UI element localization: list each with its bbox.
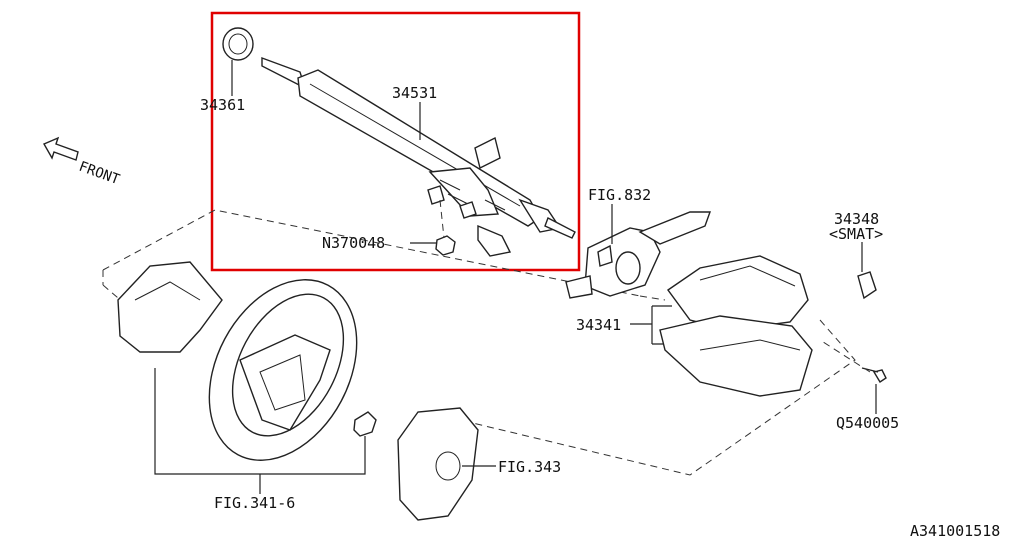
highlight-box — [210, 11, 581, 272]
steering-shaft — [261, 56, 576, 257]
airbag-fig343 — [397, 407, 479, 521]
column-cover-34341 — [659, 255, 813, 397]
front-arrow: FRONT — [43, 136, 123, 189]
screw-q540005 — [819, 339, 887, 383]
leader-34341 — [630, 305, 672, 345]
label-q540005: Q540005 — [836, 414, 899, 432]
diagram-code: A341001518 — [910, 522, 1000, 540]
leader-fig3416 — [154, 368, 366, 494]
nut-n370048 — [435, 199, 456, 256]
steering-wheel — [208, 279, 377, 461]
label-34531: 34531 — [392, 84, 437, 102]
label-n370048: N370048 — [322, 234, 385, 252]
front-label: FRONT — [77, 159, 123, 189]
label-34341: 34341 — [576, 316, 621, 334]
label-fig832: FIG.832 — [588, 186, 651, 204]
label-34361: 34361 — [200, 96, 245, 114]
label-fig3416: FIG.341-6 — [214, 494, 295, 512]
clip-34348 — [857, 271, 877, 300]
label-smat: <SMAT> — [829, 225, 883, 243]
bearing-ring-34361 — [222, 27, 254, 61]
rear-cover — [117, 261, 223, 353]
label-fig343: FIG.343 — [498, 458, 561, 476]
label-34348: 34348 — [834, 210, 879, 228]
combination-switch-fig832 — [565, 211, 711, 299]
